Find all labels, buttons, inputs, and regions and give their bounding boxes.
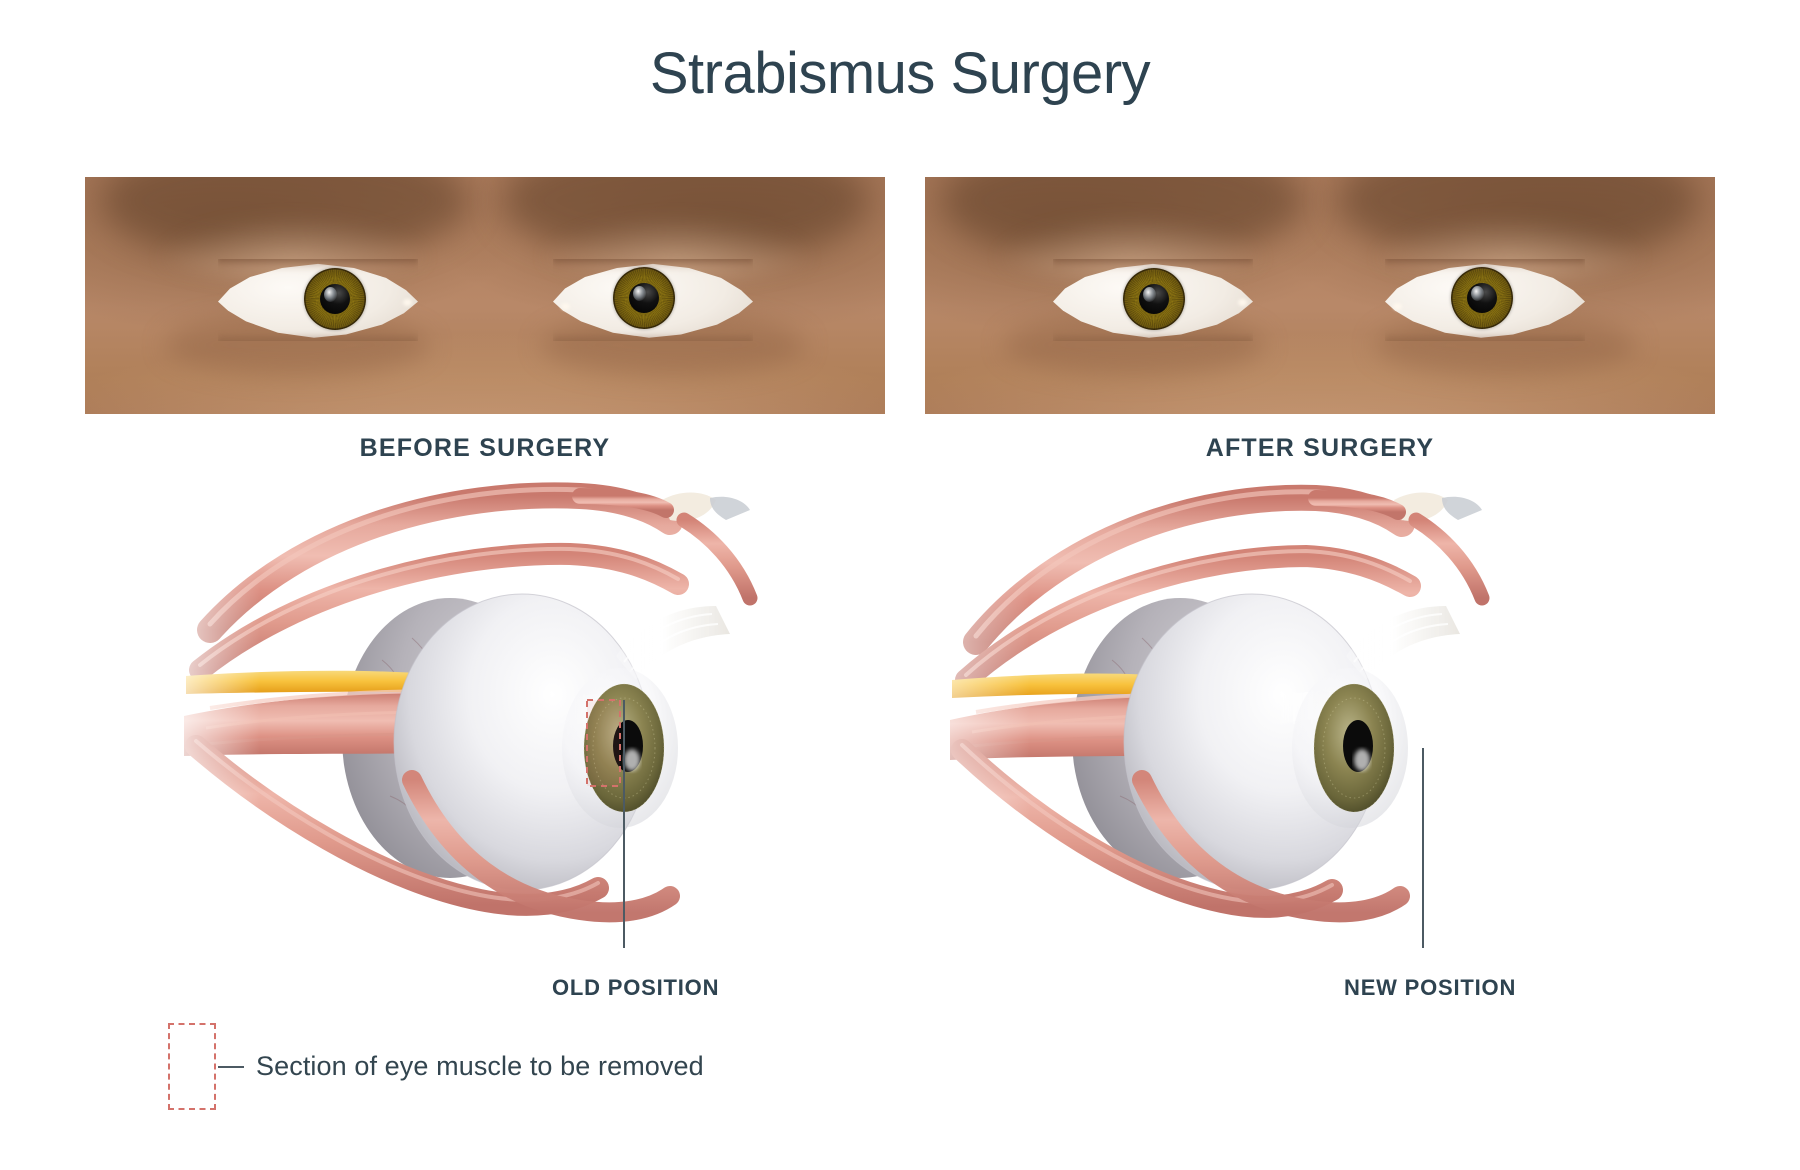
photo-before-surgery	[85, 177, 885, 414]
iris-striations	[1313, 683, 1395, 813]
pupil-right	[629, 283, 659, 313]
tear-duct-left	[403, 299, 412, 306]
iris-left	[1123, 268, 1185, 330]
caption-before-surgery: BEFORE SURGERY	[359, 434, 611, 462]
muscle-tendon-end	[572, 488, 758, 606]
corneal-glint-left	[324, 287, 337, 302]
caption-after-surgery: AFTER SURGERY	[1205, 434, 1435, 462]
before-left-eye	[218, 259, 418, 341]
muscle-removal-marker	[586, 699, 621, 787]
corneal-glint-left	[1143, 287, 1156, 302]
pupil-right	[1467, 283, 1497, 313]
page-title: Strabismus Surgery	[649, 41, 1151, 106]
corneal-glint-right	[633, 286, 646, 301]
tear-duct-right	[1393, 303, 1402, 310]
legend-label: Section of eye muscle to be removed	[256, 1051, 704, 1081]
superior-oblique-muscle	[955, 544, 1421, 691]
photo-after-surgery	[925, 177, 1715, 414]
legend-dashed-swatch	[168, 1023, 216, 1110]
corneal-glint-right	[1471, 286, 1484, 301]
new-position-label: NEW POSITION	[1344, 975, 1517, 1000]
old-position-leader-line	[623, 700, 625, 948]
tendon-insertion-superior	[1346, 606, 1460, 680]
pupil-left	[320, 284, 350, 314]
anatomy-diagram-before	[150, 480, 850, 930]
rectus-belt-front	[402, 770, 680, 923]
legend: Section of eye muscle to be removed	[168, 1023, 704, 1110]
after-right-eye	[1385, 259, 1585, 341]
muscle-tendon-end	[1308, 490, 1490, 606]
anatomy-diagram-after	[880, 480, 1580, 930]
tear-duct-left	[1238, 299, 1247, 306]
cornea-and-iris	[1292, 668, 1408, 828]
superior-oblique-muscle	[189, 542, 689, 681]
iris-right	[613, 267, 675, 329]
tear-duct-right	[561, 303, 570, 310]
tendon-insertion-superior	[616, 606, 730, 680]
before-right-eye	[553, 259, 753, 341]
new-position-leader-line	[1422, 748, 1424, 948]
rectus-belt-front	[1132, 770, 1410, 923]
legend-connector-line	[218, 1065, 244, 1068]
old-position-label: OLD POSITION	[552, 975, 720, 1000]
after-left-eye	[1053, 259, 1253, 341]
pupil-left	[1139, 284, 1169, 314]
iris-right	[1451, 267, 1513, 329]
iris-left	[304, 268, 366, 330]
